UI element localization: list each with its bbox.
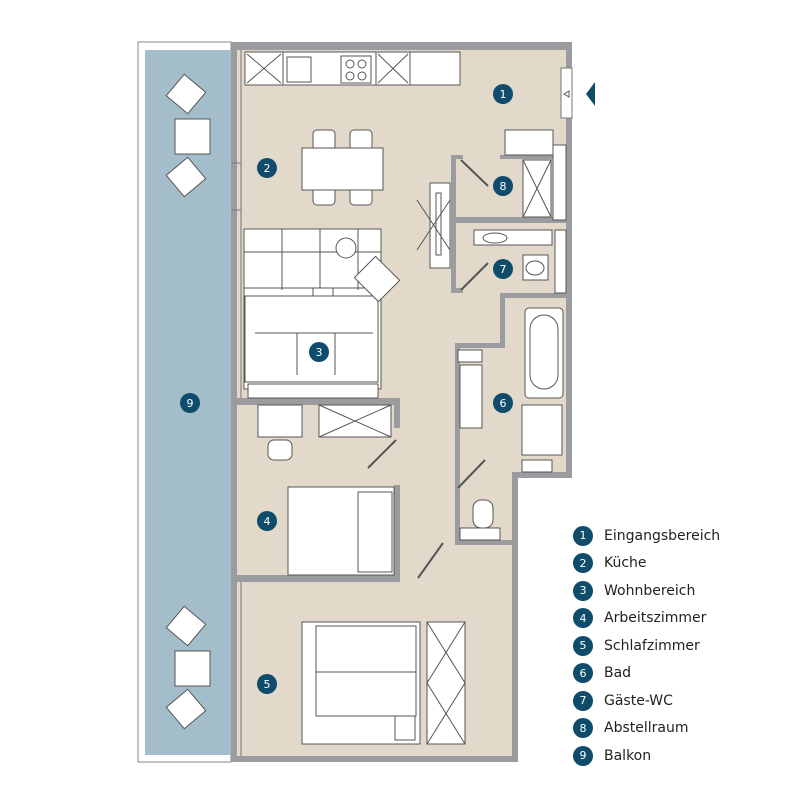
- kitchen-counter: [244, 51, 461, 86]
- legend-badge: 2: [573, 553, 593, 574]
- svg-text:3: 3: [316, 346, 323, 359]
- legend-label: Bad: [604, 665, 632, 682]
- room-marker-5: 5: [257, 674, 277, 694]
- svg-text:5: 5: [264, 678, 271, 691]
- windows: [231, 50, 242, 756]
- shafts: [457, 144, 567, 541]
- entrance-arrow-icon: [586, 82, 595, 106]
- legend-badge: 8: [573, 718, 593, 739]
- room-marker-7: 7: [493, 259, 513, 279]
- legend-label: Abstellraum: [604, 720, 689, 737]
- legend-badge: 7: [573, 690, 593, 711]
- legend-item: 8 Abstellraum: [573, 715, 720, 743]
- armchair: [353, 255, 401, 303]
- svg-text:4: 4: [264, 515, 271, 528]
- legend-badge: 9: [573, 745, 593, 766]
- interior-walls: [231, 155, 566, 582]
- balcony-furniture: [165, 73, 211, 730]
- legend-badge: 4: [573, 608, 593, 629]
- sink-icon: [286, 56, 312, 83]
- room-markers: 1 2 3 4 5 6 7 8 9: [180, 84, 513, 694]
- room-marker-9: 9: [180, 393, 200, 413]
- cooktop-icon: [340, 55, 372, 84]
- legend-label: Eingangsbereich: [604, 527, 721, 544]
- bedroom-furniture: [301, 621, 466, 745]
- sanitary-fixtures: [459, 229, 564, 529]
- legend-label: Schlafzimmer: [604, 637, 700, 654]
- legend-item: 1 Eingangsbereich: [573, 522, 720, 550]
- svg-text:8: 8: [500, 180, 507, 193]
- study-furniture: [257, 404, 395, 576]
- legend-item: 3 Wohnbereich: [573, 577, 720, 605]
- hall-wardrobe: [416, 129, 554, 269]
- legend-badge: 5: [573, 635, 593, 656]
- svg-text:6: 6: [500, 397, 507, 410]
- room-marker-2: 2: [257, 158, 277, 178]
- svg-text:9: 9: [187, 397, 194, 410]
- dining-table: [301, 129, 384, 206]
- legend-badge: 3: [573, 580, 593, 601]
- legend-item: 2 Küche: [573, 550, 720, 578]
- legend-item: 5 Schlafzimmer: [573, 632, 720, 660]
- room-marker-8: 8: [493, 176, 513, 196]
- legend-label: Gäste-WC: [604, 692, 673, 709]
- room-marker-3: 3: [309, 342, 329, 362]
- legend-label: Arbeitszimmer: [604, 610, 707, 627]
- legend-item: 9 Balkon: [573, 742, 720, 770]
- room-marker-1: 1: [493, 84, 513, 104]
- legend-badge: 6: [573, 663, 593, 684]
- svg-text:2: 2: [264, 162, 271, 175]
- living-furniture: [243, 228, 401, 399]
- legend-label: Wohnbereich: [604, 582, 696, 599]
- room-legend: 1 Eingangsbereich 2 Küche 3 Wohnbereich 4 Ar…: [573, 522, 720, 770]
- door-arrow-icon: [563, 90, 570, 98]
- legend-item: 7 Gäste-WC: [573, 687, 720, 715]
- legend-label: Balkon: [604, 747, 652, 764]
- svg-text:1: 1: [500, 88, 507, 101]
- doors: [367, 159, 489, 579]
- legend-badge: 1: [573, 525, 593, 546]
- svg-text:7: 7: [500, 263, 507, 276]
- legend-item: 6 Bad: [573, 660, 720, 688]
- room-marker-4: 4: [257, 511, 277, 531]
- legend-item: 4 Arbeitszimmer: [573, 605, 720, 633]
- sofa: [244, 295, 379, 383]
- legend-label: Küche: [604, 555, 647, 572]
- room-marker-6: 6: [493, 393, 513, 413]
